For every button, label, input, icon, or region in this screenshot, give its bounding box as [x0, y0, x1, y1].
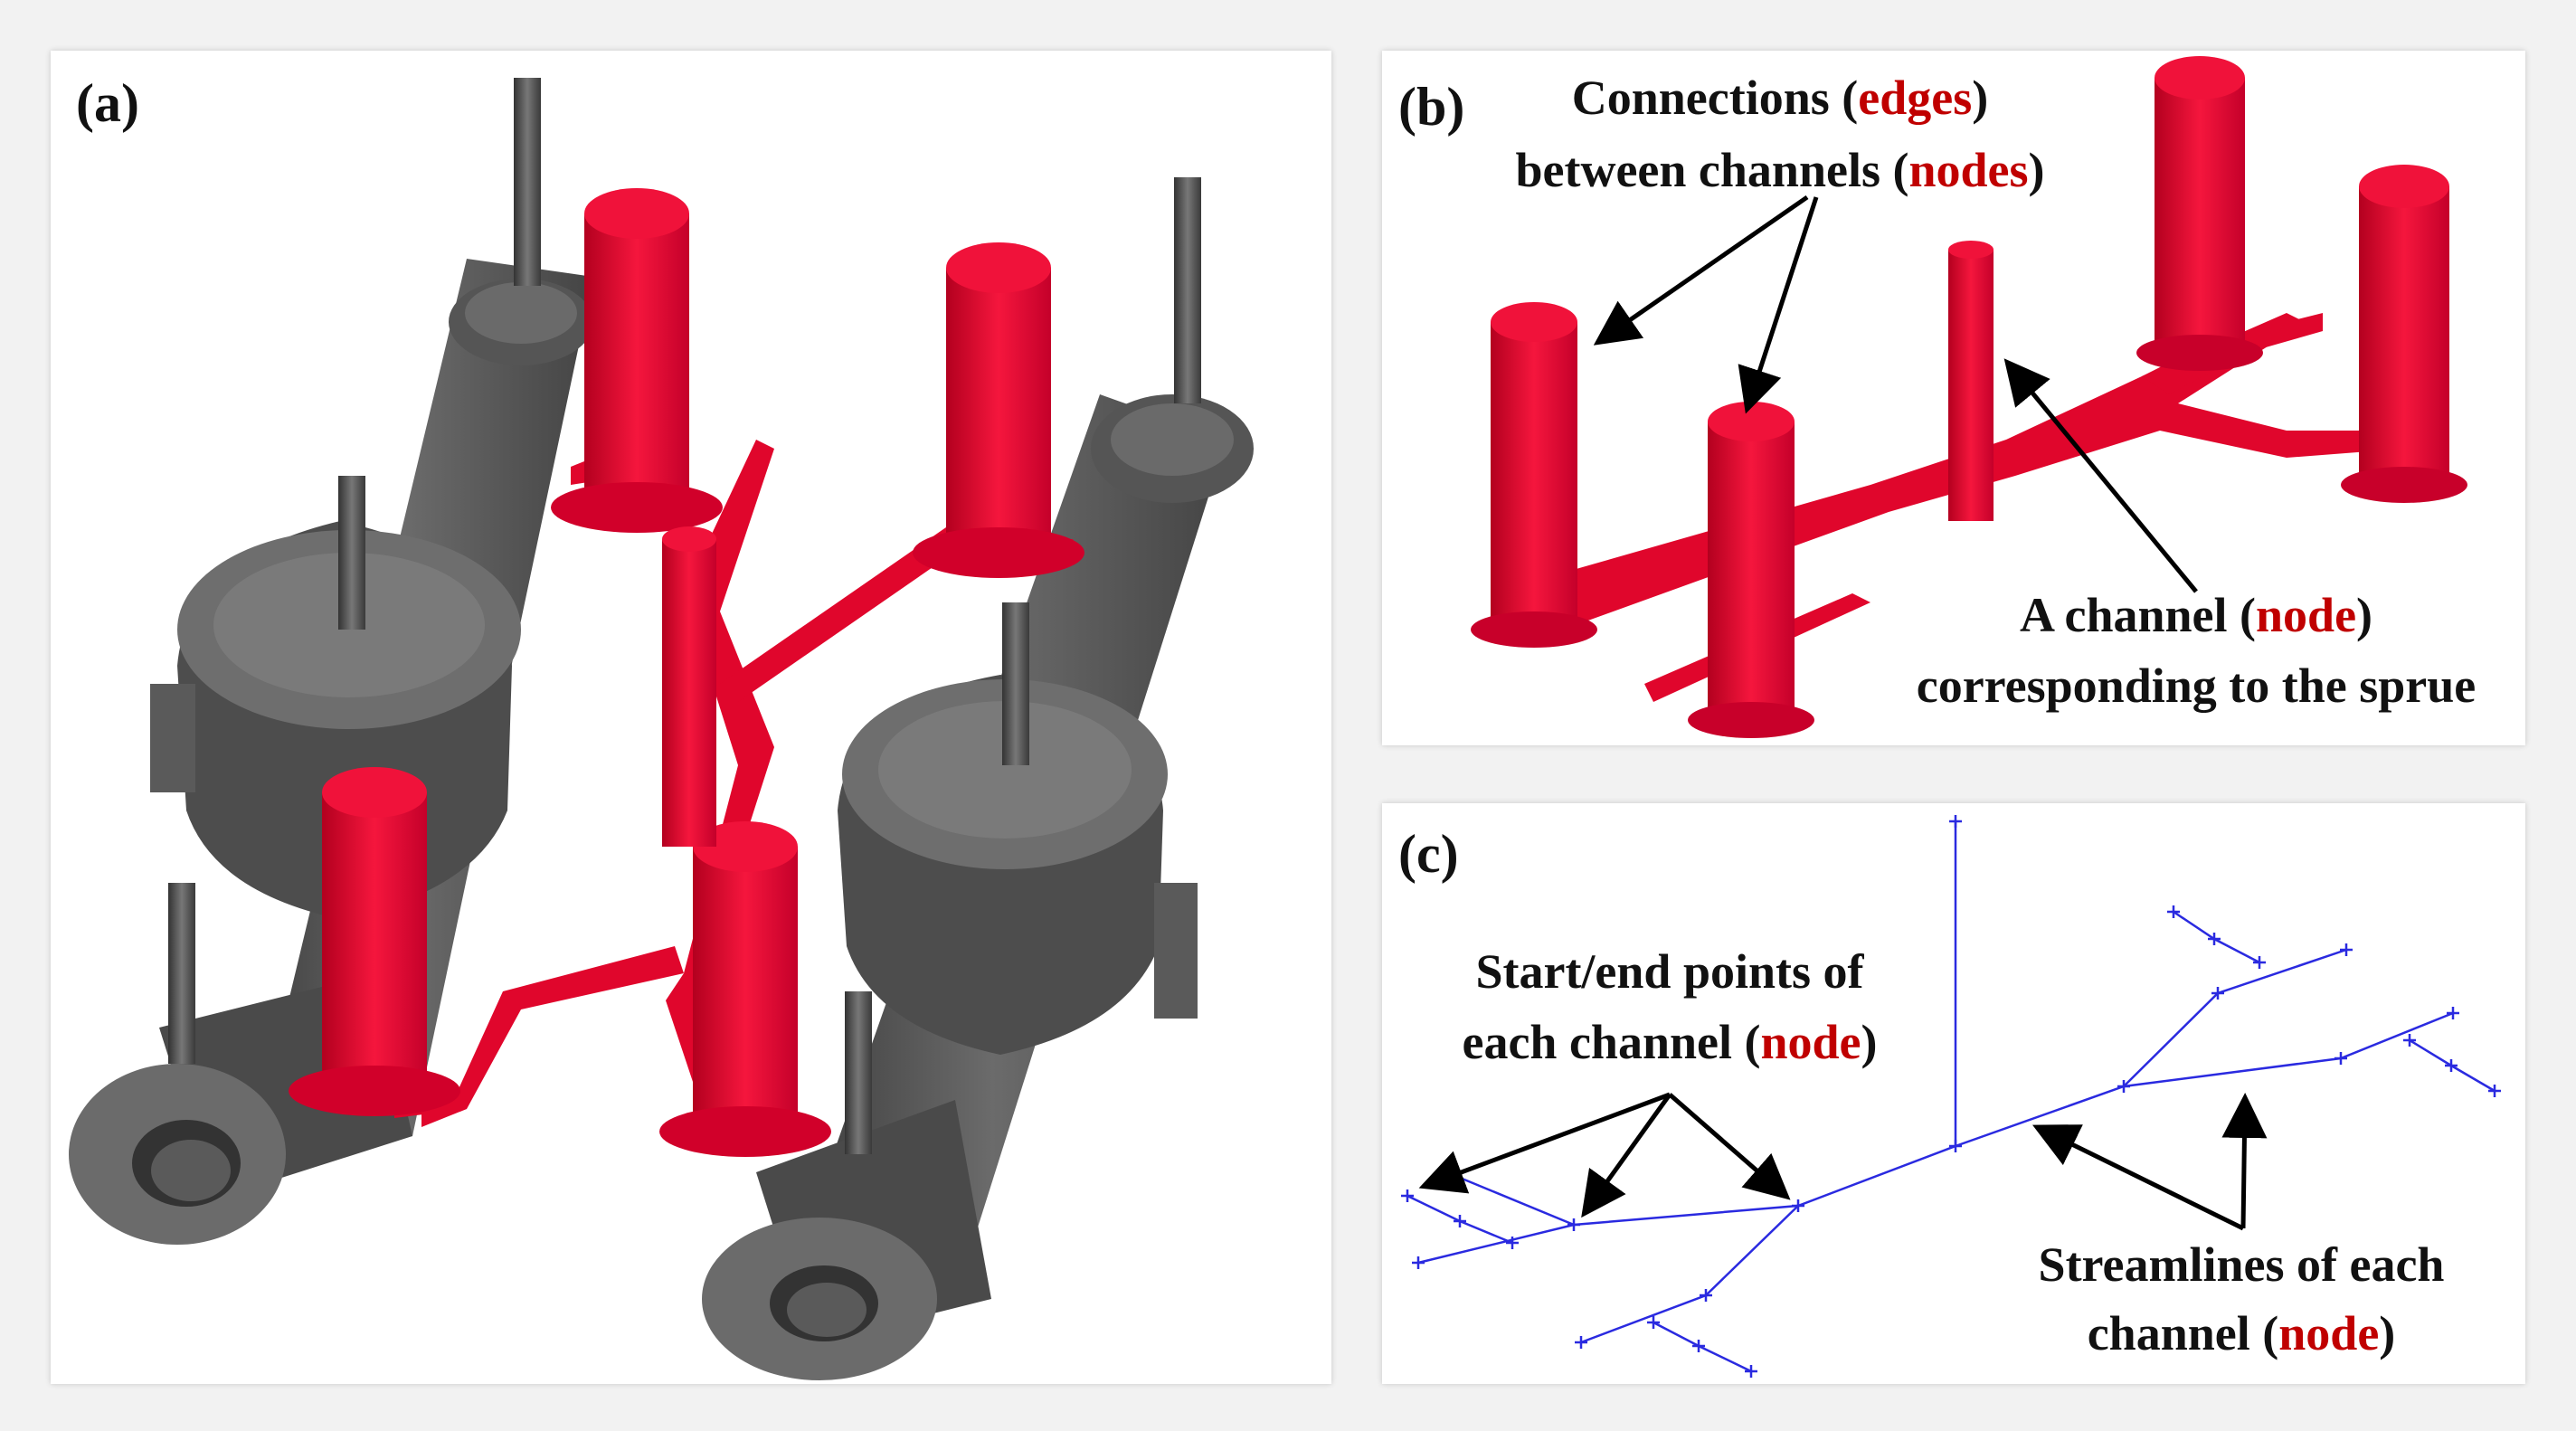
node-markers	[1401, 815, 2501, 1378]
arrow-to-mid-point	[1581, 1093, 1672, 1218]
right-casting	[702, 177, 1254, 1380]
streamlines-line-1: Streamlines of each	[2039, 1237, 2445, 1292]
arrow-to-edge-2	[1738, 196, 1819, 414]
startend-line-1: Start/end points of	[1475, 944, 1864, 999]
gating-network-view: (b) Connections (edges) between c	[1398, 56, 2477, 738]
b-riser-1	[1471, 302, 1597, 648]
arrow-to-streamline-1	[2032, 1124, 2245, 1231]
streamline-view: (c)	[1398, 815, 2501, 1378]
panel-c: (c)	[1382, 803, 2525, 1384]
connections-line-2: between channels (nodes)	[1515, 143, 2044, 197]
sprue-line-2: corresponding to the sprue	[1917, 659, 2477, 713]
panel-b: (b) Connections (edges) between c	[1382, 51, 2525, 745]
panel-c-label: (c)	[1398, 824, 1459, 884]
riser-3	[289, 767, 460, 1116]
sprue	[662, 526, 716, 847]
connections-line-1: Connections (edges)	[1572, 71, 1988, 125]
casting-3d-view: (a)	[69, 73, 1254, 1380]
startend-line-2: each channel (node)	[1462, 1015, 1877, 1069]
streamlines-line-2: channel (node)	[2088, 1306, 2396, 1360]
panel-a: (a)	[51, 51, 1331, 1384]
arrow-to-start-point	[1418, 1092, 1671, 1194]
runner-network	[1491, 313, 2404, 702]
arrow-to-streamline-2	[2221, 1093, 2268, 1229]
b-riser-4	[2341, 165, 2467, 503]
riser-1	[551, 188, 723, 533]
b-riser-2	[1688, 402, 1814, 738]
arrow-to-end-point	[1668, 1093, 1791, 1200]
panel-b-label: (b)	[1398, 77, 1464, 137]
b-riser-3	[2136, 56, 2263, 371]
riser-4	[659, 821, 831, 1157]
b-sprue	[1948, 241, 1994, 521]
arrow-to-sprue	[2003, 358, 2198, 593]
panel-a-label: (a)	[76, 73, 139, 133]
arrow-to-edge-1	[1593, 194, 1809, 346]
riser-2	[913, 242, 1084, 578]
sprue-line-1: A channel (node)	[2020, 588, 2372, 642]
